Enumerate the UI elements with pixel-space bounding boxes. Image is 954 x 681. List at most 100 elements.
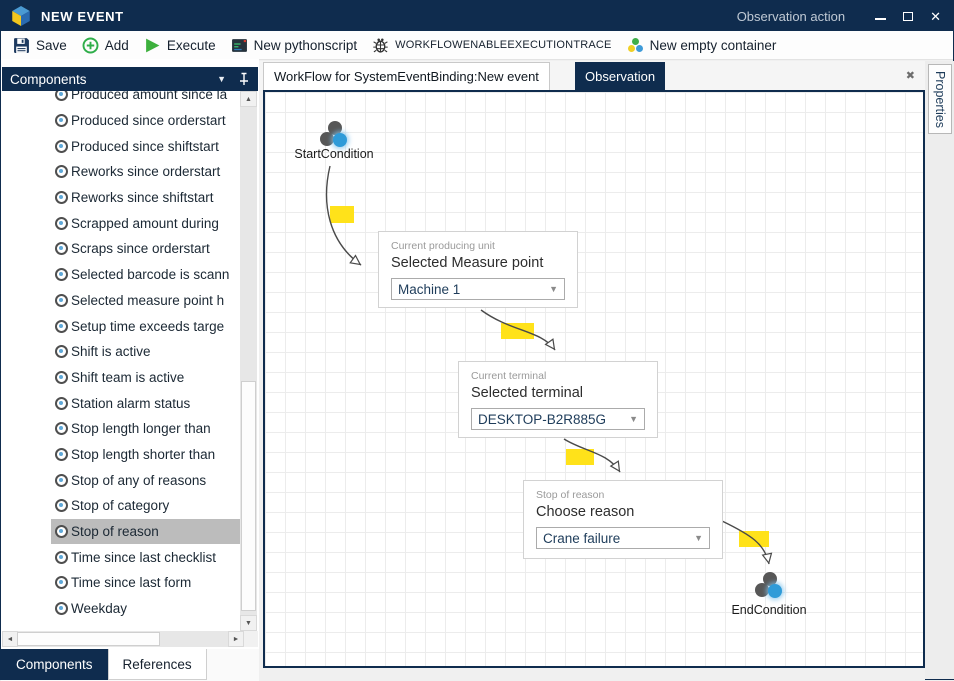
list-item[interactable]: Weekday bbox=[51, 596, 240, 622]
new-pythonscript-label: New pythonscript bbox=[253, 37, 358, 53]
pin-icon[interactable] bbox=[238, 72, 250, 86]
list-item[interactable]: Shift is active bbox=[51, 339, 240, 365]
list-item[interactable]: Produced amount since la bbox=[51, 91, 240, 108]
breakpoint-highlight[interactable] bbox=[501, 323, 534, 339]
start-condition-node[interactable] bbox=[320, 121, 348, 148]
list-item-label: Shift is active bbox=[71, 344, 151, 360]
list-item[interactable]: Shift team is active bbox=[51, 365, 240, 391]
list-item-label: Stop length longer than bbox=[71, 421, 211, 437]
list-item[interactable]: Station alarm status bbox=[51, 390, 240, 416]
list-item-label: Scraps since orderstart bbox=[71, 241, 210, 257]
minimize-button[interactable] bbox=[875, 18, 887, 20]
new-empty-container-button[interactable]: New empty container bbox=[623, 31, 788, 59]
tab-properties[interactable]: Properties bbox=[928, 64, 952, 134]
scroll-up-arrow[interactable]: ▲ bbox=[240, 91, 257, 107]
horizontal-scrollbar-thumb[interactable] bbox=[17, 632, 160, 646]
list-item-label: Produced since shiftstart bbox=[71, 138, 219, 154]
list-item[interactable]: Stop of category bbox=[51, 493, 240, 519]
list-item[interactable]: Stop length longer than bbox=[51, 416, 240, 442]
list-item[interactable]: Stop of any of reasons bbox=[51, 467, 240, 493]
node-dot-blue bbox=[768, 584, 782, 598]
chevron-down-icon[interactable]: ▼ bbox=[217, 74, 226, 84]
tab-references[interactable]: References bbox=[107, 649, 207, 680]
list-item[interactable]: Produced since shiftstart bbox=[51, 133, 240, 159]
list-item[interactable]: Selected measure point h bbox=[51, 288, 240, 314]
tab-components[interactable]: Components bbox=[1, 649, 108, 680]
toolbar: Save Add Execute New pythonscript bbox=[1, 31, 953, 60]
breakpoint-highlight[interactable] bbox=[330, 206, 354, 223]
list-item[interactable]: Reworks since shiftstart bbox=[51, 185, 240, 211]
node-dot-blue bbox=[333, 133, 347, 147]
eye-icon bbox=[55, 114, 68, 128]
container-dots-icon bbox=[627, 37, 644, 54]
close-button[interactable]: ✕ bbox=[930, 8, 941, 24]
eye-icon bbox=[55, 447, 68, 461]
save-label: Save bbox=[36, 37, 67, 53]
vertical-scrollbar[interactable]: ▲ ▼ bbox=[240, 91, 257, 631]
list-item-label: Produced amount since la bbox=[71, 91, 228, 103]
new-empty-container-label: New empty container bbox=[649, 37, 777, 53]
eye-icon bbox=[55, 525, 68, 539]
window-title: NEW EVENT bbox=[41, 8, 124, 24]
scroll-left-arrow[interactable]: ◄ bbox=[2, 631, 18, 647]
execute-button[interactable]: Execute bbox=[140, 31, 227, 59]
list-item-label: Time since last form bbox=[71, 575, 192, 591]
maximize-button[interactable] bbox=[903, 11, 914, 21]
list-item[interactable]: Time since last checklist bbox=[51, 544, 240, 570]
list-item-label: Stop of any of reasons bbox=[71, 472, 207, 488]
reason-dropdown[interactable]: Crane failure ▼ bbox=[536, 527, 710, 549]
terminal-dropdown[interactable]: DESKTOP-B2R885G ▼ bbox=[471, 408, 645, 430]
workflow-trace-button[interactable]: WORKFLOWENABLEEXECUTIONTRACE bbox=[368, 31, 622, 59]
workflow-step-terminal[interactable]: Current terminal Selected terminal DESKT… bbox=[458, 361, 658, 438]
list-item[interactable]: Setup time exceeds targe bbox=[51, 313, 240, 339]
vertical-scrollbar-thumb[interactable] bbox=[241, 381, 256, 611]
list-item[interactable]: Scraps since orderstart bbox=[51, 236, 240, 262]
end-condition-node[interactable] bbox=[755, 572, 783, 599]
status-strip bbox=[259, 668, 925, 681]
list-item[interactable]: Selected barcode is scann bbox=[51, 262, 240, 288]
tab-close-icon[interactable]: ✖ bbox=[905, 70, 915, 82]
eye-icon bbox=[55, 191, 68, 205]
workflow-step-stop-reason[interactable]: Stop of reason Choose reason Crane failu… bbox=[523, 480, 723, 559]
list-item[interactable]: Produced since orderstart bbox=[51, 108, 240, 134]
components-list[interactable]: Produced amount since la Produced since … bbox=[2, 91, 240, 631]
list-item[interactable]: Reworks since orderstart bbox=[51, 159, 240, 185]
tab-workflow-document[interactable]: WorkFlow for SystemEventBinding:New even… bbox=[263, 62, 550, 90]
eye-icon bbox=[55, 499, 68, 513]
chevron-down-icon: ▼ bbox=[629, 414, 638, 424]
step-title: Selected Measure point bbox=[391, 255, 544, 271]
eye-icon bbox=[55, 139, 68, 153]
save-button[interactable]: Save bbox=[9, 31, 78, 59]
scroll-down-arrow[interactable]: ▼ bbox=[240, 615, 257, 631]
tab-observation[interactable]: Observation bbox=[575, 62, 666, 90]
add-button[interactable]: Add bbox=[78, 31, 140, 59]
titlebar-context-label: Observation action bbox=[736, 8, 846, 24]
list-item[interactable]: Stop length shorter than bbox=[51, 442, 240, 468]
list-item-selected[interactable]: Stop of reason bbox=[51, 518, 240, 545]
scroll-right-arrow[interactable]: ► bbox=[228, 631, 244, 647]
play-icon bbox=[145, 38, 160, 52]
list-item-label: Stop of category bbox=[71, 498, 170, 514]
eye-icon bbox=[55, 165, 68, 179]
workflow-connectors bbox=[325, 165, 773, 565]
add-icon bbox=[82, 37, 99, 53]
eye-icon bbox=[55, 396, 68, 410]
app-logo-icon bbox=[12, 6, 30, 26]
new-pythonscript-button[interactable]: New pythonscript bbox=[227, 31, 369, 59]
step-caption: Current terminal bbox=[471, 370, 547, 382]
eye-icon bbox=[55, 216, 68, 230]
workflow-canvas[interactable]: StartCondition Current producing unit Se… bbox=[265, 92, 923, 666]
breakpoint-highlight[interactable] bbox=[566, 449, 594, 465]
list-item[interactable]: Time since last form bbox=[51, 570, 240, 596]
measure-point-dropdown[interactable]: Machine 1 ▼ bbox=[391, 278, 565, 300]
node-dot-gray bbox=[320, 132, 334, 146]
workflow-trace-label: WORKFLOWENABLEEXECUTIONTRACE bbox=[395, 39, 612, 51]
workflow-step-producing-unit[interactable]: Current producing unit Selected Measure … bbox=[378, 231, 578, 308]
components-panel-header: Components ▼ bbox=[2, 67, 258, 91]
workflow-canvas-frame: StartCondition Current producing unit Se… bbox=[263, 90, 925, 668]
horizontal-scrollbar[interactable]: ◄ ► bbox=[2, 631, 244, 647]
list-item-label: Selected barcode is scann bbox=[71, 267, 230, 283]
list-item[interactable]: Scrapped amount during bbox=[51, 210, 240, 236]
eye-icon bbox=[55, 293, 68, 307]
